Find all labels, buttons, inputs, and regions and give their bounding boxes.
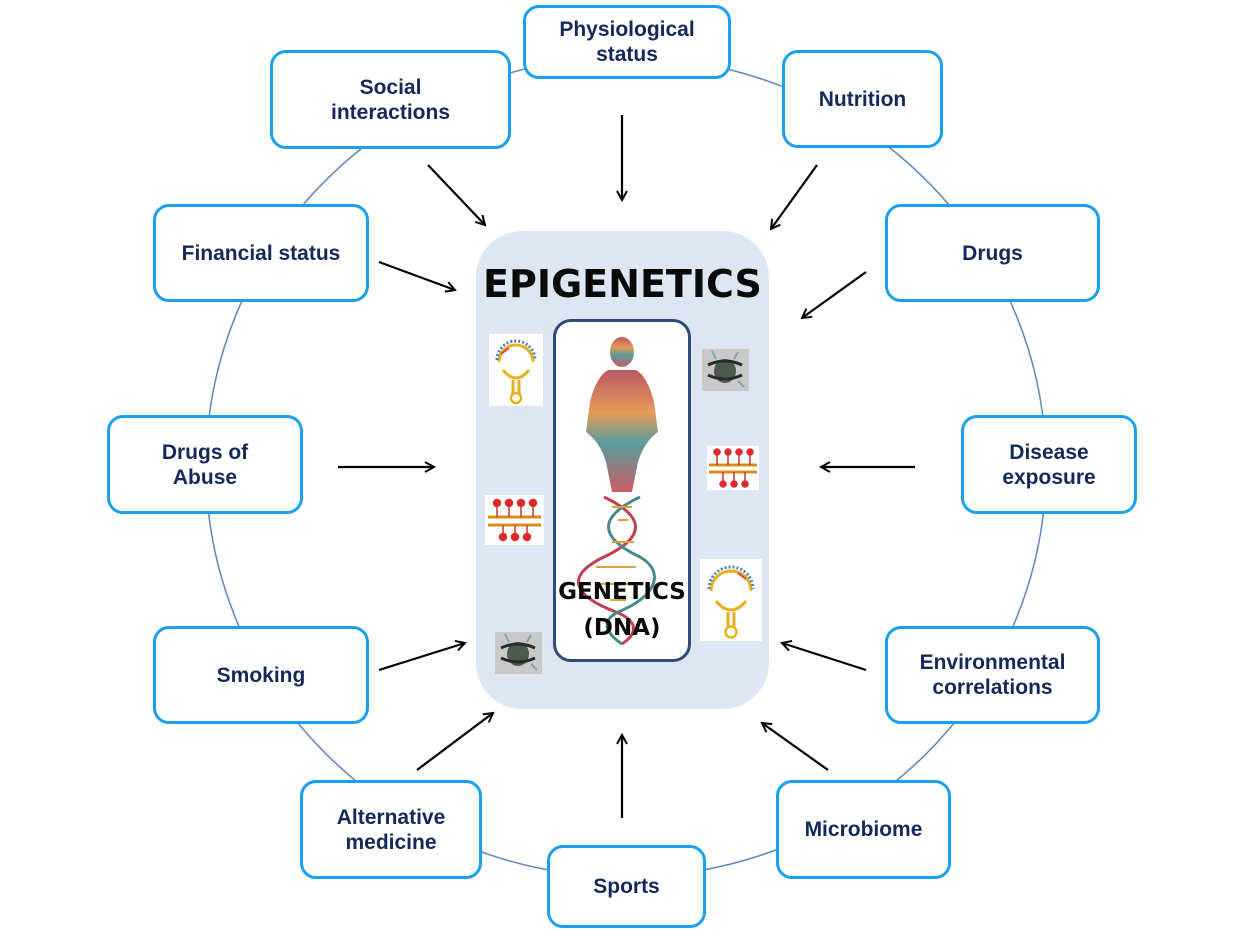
factor-social-interactions: Social interactions [270,50,511,149]
genetics-box [553,319,691,662]
factor-drugs-of-abuse: Drugs of Abuse [107,415,303,514]
factor-environmental-correlations: Environmental correlations [885,626,1100,724]
arrow-nutrition [771,164,818,229]
factor-smoking: Smoking [153,626,369,724]
arrow-alternative-medicine [416,713,493,771]
factor-alternative-medicine: Alternative medicine [300,780,482,879]
arrow-microbiome [762,723,829,771]
arrow-environmental-correlations [782,643,867,672]
factor-microbiome: Microbiome [776,780,951,879]
microrna-hairpin-icon [700,559,762,641]
histone-nucleosome-icon [702,349,749,391]
factor-nutrition: Nutrition [782,50,943,148]
histone-nucleosome-icon [495,632,542,674]
microrna-hairpin-icon [489,334,543,406]
factor-physiological-status: Physiological status [523,5,731,79]
dna-methylation-icon [485,495,544,545]
factor-disease-exposure: Disease exposure [961,415,1137,514]
factor-drugs: Drugs [885,204,1100,302]
factor-financial-status: Financial status [153,204,369,302]
factor-sports: Sports [547,845,706,928]
dna-methylation-icon [707,446,759,490]
arrow-financial-status [378,260,455,290]
epigenetics-title: EPIGENETICS [483,262,762,306]
genetics-label: GENETICS (DNA) [558,579,686,641]
arrow-social-interactions [427,164,485,225]
arrow-drugs [802,271,867,318]
dna-double-helix-figure-icon [577,337,658,646]
arrow-smoking [378,643,465,672]
